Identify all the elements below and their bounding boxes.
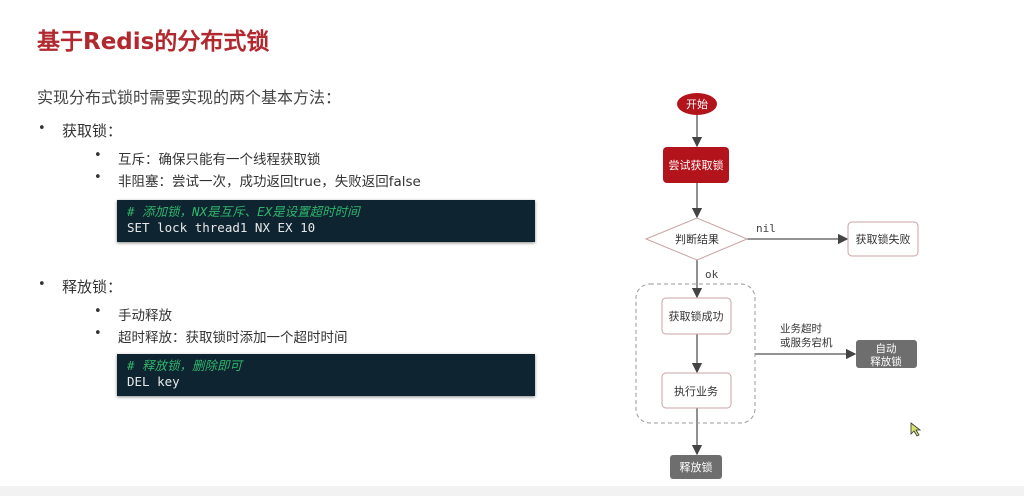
release-item: 手动释放 [118, 308, 172, 324]
fail-node [847, 221, 919, 257]
success-node [661, 297, 732, 335]
acquire-item: 非阻塞：尝试一次，成功返回true，失败返回false [118, 174, 421, 190]
auto-release-node [856, 340, 917, 368]
release-node [670, 455, 722, 479]
section-heading-release: 释放锁： [62, 278, 123, 296]
section-heading-acquire: 获取锁： [62, 122, 123, 140]
bullet: • [94, 148, 102, 163]
judge-node [644, 217, 749, 261]
acquire-item: 互斥：确保只能有一个线程获取锁 [118, 152, 321, 168]
bottom-bar [0, 486, 1024, 496]
slide-title: 基于Redis的分布式锁 [37, 29, 270, 55]
flow-arrows [691, 115, 857, 456]
code-line: SET lock thread1 NX EX 10 [127, 220, 316, 235]
try-lock-node [663, 147, 729, 183]
code-block-release: # 释放锁，删除即可 DEL key [117, 354, 535, 396]
intro-text: 实现分布式锁时需要实现的两个基本方法： [37, 88, 342, 107]
code-line: DEL key [127, 374, 180, 389]
ok-label: ok [705, 268, 719, 281]
code-comment: # 释放锁，删除即可 [127, 358, 243, 373]
auto-release-label: 自动 [876, 342, 897, 355]
start-label: 开始 [686, 97, 708, 111]
timeout-label: 业务超时 [780, 322, 822, 335]
bullet: • [38, 277, 46, 292]
auto-release-label: 释放锁 [870, 355, 902, 368]
execute-label: 执行业务 [674, 384, 718, 398]
start-node [677, 93, 717, 115]
dashed-lock-scope [635, 283, 756, 424]
release-label: 释放锁 [680, 460, 713, 474]
bullet: • [94, 304, 102, 319]
bullet: • [38, 121, 46, 136]
try-lock-label: 尝试获取锁 [669, 158, 724, 172]
bullet: • [94, 170, 102, 185]
release-item: 超时释放：获取锁时添加一个超时时间 [118, 330, 348, 346]
judge-label: 判断结果 [675, 232, 719, 246]
code-block-acquire: # 添加锁，NX是互斥、EX是设置超时时间 SET lock thread1 N… [117, 200, 535, 242]
nil-label: nil [756, 222, 776, 235]
code-comment: # 添加锁，NX是互斥、EX是设置超时时间 [127, 204, 360, 219]
execute-node [661, 372, 732, 409]
mouse-cursor-icon [910, 422, 922, 437]
bullet: • [94, 326, 102, 341]
fail-label: 获取锁失败 [856, 232, 911, 246]
success-label: 获取锁成功 [669, 309, 724, 323]
timeout-label: 或服务宕机 [780, 336, 833, 349]
